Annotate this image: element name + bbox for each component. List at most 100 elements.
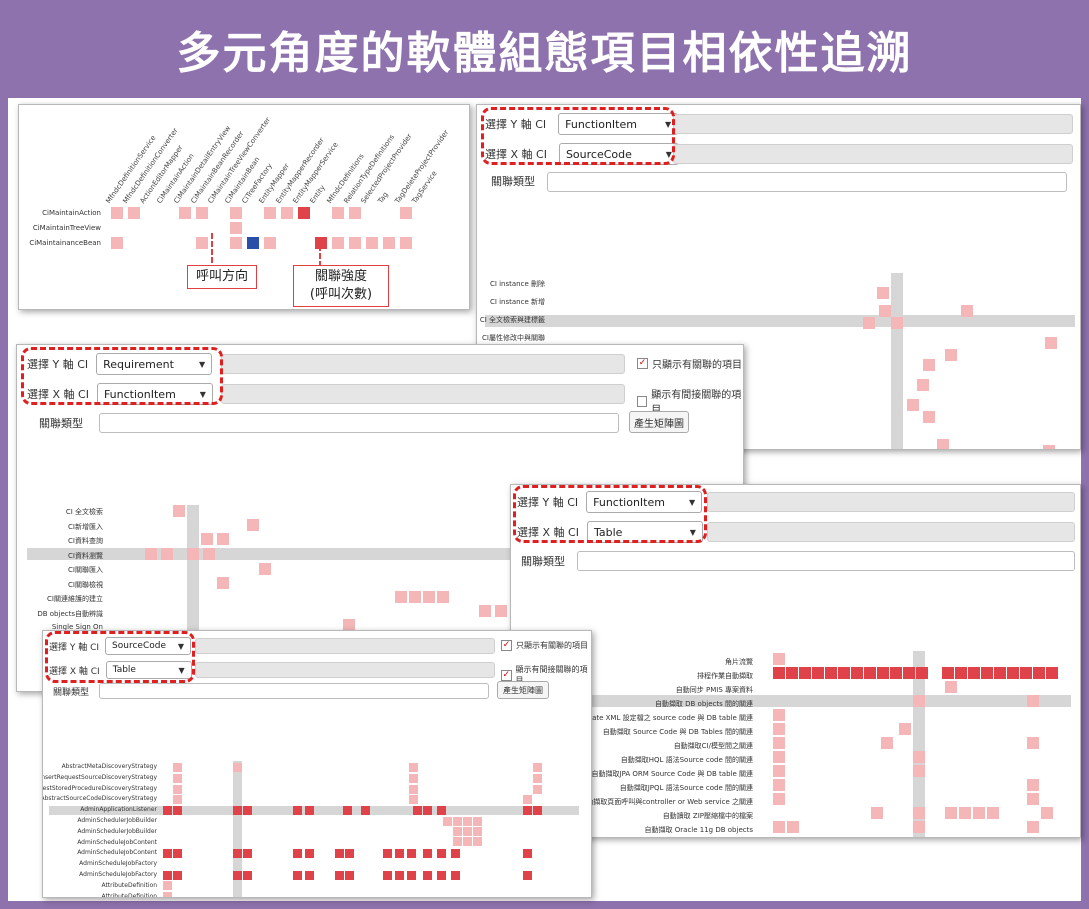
- matrix-cell: [173, 763, 182, 772]
- matrix-cell: [233, 806, 242, 815]
- call-direction-callout: 呼叫方向: [187, 265, 257, 289]
- y-axis-filter-bar[interactable]: [195, 638, 495, 654]
- matrix-cell: [437, 591, 449, 603]
- matrix-cell: [959, 807, 971, 819]
- matrix-cell: [409, 785, 418, 794]
- matrix-cell: [443, 817, 452, 826]
- matrix-cell: [400, 207, 412, 219]
- matrix-cell: [773, 667, 785, 679]
- y-axis-label: 選擇 Y 軸 CI: [517, 496, 579, 509]
- matrix-cell: [423, 871, 432, 880]
- matrix-cell: [1043, 445, 1055, 449]
- indirect-checkbox[interactable]: ✓顯示有間接關聯的項目: [501, 664, 591, 686]
- matrix-cell: [463, 837, 472, 846]
- row-header: 自動擷取頁面呼叫與controller or Web service 之關連: [579, 798, 753, 806]
- matrix-cell: [343, 619, 355, 631]
- y-axis-filter-bar[interactable]: [221, 354, 625, 374]
- matrix-cell: [243, 871, 252, 880]
- matrix-cell: [423, 849, 432, 858]
- matrix-cell: [773, 751, 785, 763]
- row-header: AbstractMetaDiscoveryStrategy: [61, 763, 157, 770]
- matrix-cell: [230, 207, 242, 219]
- column-header: Entity: [308, 183, 327, 205]
- row-header: 自動擷取 DB objects 間的關連: [654, 700, 753, 708]
- matrix-cell: [332, 237, 344, 249]
- matrix-cell: [247, 519, 259, 531]
- row-header: CI 全文檢索: [65, 508, 103, 516]
- matrix-cell: [173, 871, 182, 880]
- x-axis-label: 選擇 X 軸 CI: [517, 526, 579, 539]
- matrix-cell: [463, 817, 472, 826]
- matrix-cell: [773, 779, 785, 791]
- generate-matrix-button[interactable]: 產生矩陣圖: [629, 411, 689, 433]
- x-axis-filter-bar[interactable]: [221, 384, 625, 404]
- only-related-checkbox[interactable]: ✓只顯示有關聯的項目: [637, 356, 742, 371]
- row-header: DB objects自動辨識: [37, 609, 103, 618]
- row-header: AttributeDefinition: [101, 892, 157, 898]
- row-header: 角片流覽: [725, 658, 753, 666]
- y-axis-value: FunctionItem: [565, 117, 637, 131]
- matrix-cell: [230, 237, 242, 249]
- matrix-cell: [1027, 737, 1039, 749]
- matrix-cell: [899, 723, 911, 735]
- y-axis-select[interactable]: FunctionItem▼: [586, 491, 703, 513]
- matrix-cell: [523, 806, 532, 815]
- matrix-cell: [812, 667, 824, 679]
- y-axis-select[interactable]: FunctionItem▼: [558, 113, 679, 135]
- y-axis-value: FunctionItem: [593, 495, 665, 509]
- row-header: CiMaintainTreeView: [32, 224, 101, 232]
- matrix-cell: [533, 774, 542, 783]
- y-axis-filter-bar[interactable]: [673, 114, 1073, 134]
- matrix-cell: [111, 237, 123, 249]
- matrix-cell: [871, 807, 883, 819]
- y-axis-filter-bar[interactable]: [707, 492, 1075, 512]
- relation-type-input[interactable]: [577, 551, 1075, 571]
- matrix-cell: [161, 548, 173, 560]
- relation-type-input[interactable]: [99, 683, 489, 699]
- matrix-cell: [173, 795, 182, 804]
- matrix-cell: [343, 806, 352, 815]
- indirect-label: 顯示有間接關聯的項目: [515, 665, 588, 685]
- matrix-cell: [196, 207, 208, 219]
- y-axis-select[interactable]: Requirement▼: [96, 353, 213, 375]
- relation-strength-label: 關聯強度: [314, 269, 367, 284]
- matrix-cell: [787, 821, 799, 833]
- relation-type-input[interactable]: [99, 413, 619, 433]
- x-axis-filter-bar[interactable]: [195, 662, 495, 678]
- y-axis-select[interactable]: SourceCode▼: [105, 637, 192, 655]
- matrix-cell: [773, 709, 785, 721]
- row-header: CI instance 新增: [489, 298, 545, 306]
- matrix-cell: [409, 763, 418, 772]
- x-axis-filter-bar[interactable]: [673, 144, 1073, 164]
- generate-matrix-button[interactable]: 產生矩陣圖: [497, 681, 549, 699]
- matrix-cell: [913, 751, 925, 763]
- strength-arrow: [319, 245, 321, 267]
- matrix-cell: [335, 849, 344, 858]
- axis-highlight-box: [481, 107, 675, 165]
- matrix-cell: [173, 806, 182, 815]
- checkbox-icon: [637, 395, 648, 407]
- x-axis-value: FunctionItem: [103, 387, 176, 401]
- row-header: CiMaintainanceBean: [29, 239, 101, 247]
- matrix-cell: [923, 359, 935, 371]
- check-icon: ✓: [637, 358, 648, 369]
- matrix-cell: [773, 723, 785, 735]
- axis-highlight-box: [513, 485, 707, 543]
- only-related-checkbox[interactable]: ✓只顯示有關聯的項目: [501, 640, 588, 651]
- matrix-cell: [243, 806, 252, 815]
- matrix-cell: [400, 237, 412, 249]
- matrix-cell: [217, 533, 229, 545]
- x-axis-select[interactable]: Table▼: [105, 661, 192, 679]
- row-header: 自動擷取 Oracle 11g DB objects: [644, 826, 753, 834]
- matrix-cell: [955, 667, 967, 679]
- matrix-cell: [395, 591, 407, 603]
- axis-highlight-box: [21, 347, 223, 405]
- indirect-checkbox[interactable]: 顯示有間接關聯的項目: [637, 386, 743, 416]
- matrix-cell: [281, 207, 293, 219]
- matrix-cell: [163, 871, 172, 880]
- matrix-cell: [1033, 667, 1045, 679]
- y-axis-label: 選擇 Y 軸 CI: [49, 642, 100, 653]
- relation-type-input[interactable]: [547, 172, 1067, 192]
- x-axis-filter-bar[interactable]: [707, 522, 1075, 542]
